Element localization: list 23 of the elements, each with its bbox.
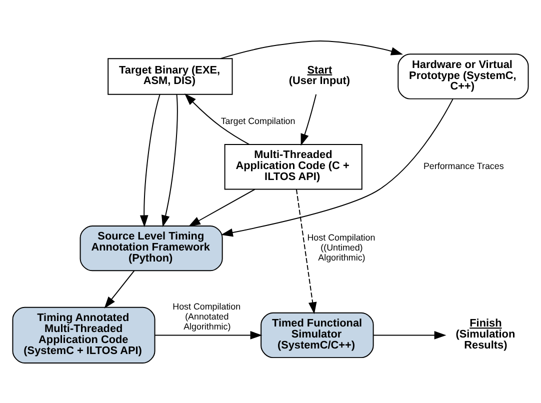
arrow [220, 40, 403, 59]
arrow [220, 98, 454, 236]
node-text: Start (User Input) [288, 64, 350, 87]
node-box: Hardware or Virtual Prototype (SystemC, C++) [398, 53, 529, 99]
arrow [300, 93, 317, 146]
node-text: Finish (Simulation Results) [456, 317, 516, 351]
edge-label: Target Compilation [220, 115, 296, 126]
edge-label: Performance Traces [423, 160, 504, 171]
node-box: Multi-Threaded Application Code (C + ILTOS API) [224, 144, 362, 190]
node-box: Timed Functional Simulator (SystemC/C++) [260, 312, 374, 358]
arrow [184, 93, 250, 144]
arrow [140, 93, 160, 227]
edge-label: Host Compilation ((Untimed) Algorithmic) [307, 232, 376, 262]
arrow [104, 270, 135, 308]
node-box: Target Binary (EXE, ASM, DIS) [108, 58, 233, 94]
node-box: Timing Annotated Multi-Threaded Application Code (SystemC + ILTOS API) [12, 306, 156, 364]
arrow [296, 188, 317, 314]
arrow [373, 330, 446, 339]
arrow [162, 93, 178, 227]
arrow [188, 188, 256, 226]
arrow [154, 330, 262, 339]
edge-label: Host Compilation (Annotated Algorithmic) [172, 301, 241, 331]
node-box: Source Level Timing Annotation Framework (Python) [80, 224, 223, 271]
